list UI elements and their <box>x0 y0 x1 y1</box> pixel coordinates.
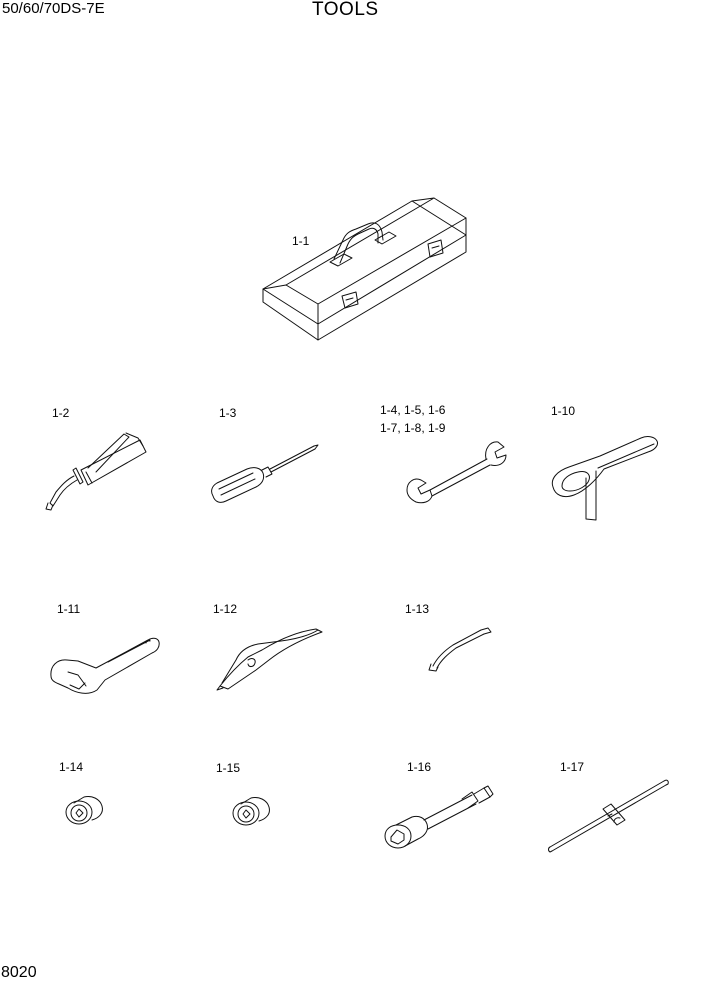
part-label-1-3: 1-3 <box>219 406 237 420</box>
part-label-1-11: 1-11 <box>57 602 81 616</box>
spanner-drawing <box>406 441 507 504</box>
part-label-1-14: 1-14 <box>59 760 84 774</box>
filter-wrench-drawing <box>551 436 658 521</box>
part-label-1-17: 1-17 <box>560 760 585 774</box>
model-code: 50/60/70DS-7E <box>2 0 105 17</box>
part-label-1-2: 1-2 <box>52 406 70 420</box>
page-number: 8020 <box>1 964 37 981</box>
socket-1-14-drawing <box>65 796 103 825</box>
page-title: TOOLS <box>312 0 379 20</box>
part-label-1-10: 1-10 <box>551 404 576 418</box>
socket-1-15-drawing <box>232 797 270 826</box>
part-label-1-7-9: 1-7, 1-8, 1-9 <box>380 421 446 435</box>
part-label-1-4-6: 1-4, 1-5, 1-6 <box>380 403 446 417</box>
tee-handle-drawing <box>548 779 669 853</box>
screwdriver-drawing <box>211 444 319 503</box>
part-label-1-15: 1-15 <box>216 761 241 775</box>
part-label-1-13: 1-13 <box>405 602 430 616</box>
part-label-1-16: 1-16 <box>407 760 432 774</box>
pliers-drawing <box>216 628 323 691</box>
grease-gun-drawing <box>45 432 147 511</box>
part-label-1-12: 1-12 <box>213 602 238 616</box>
adjustable-wrench-drawing <box>50 637 160 694</box>
part-label-1-1: 1-1 <box>292 234 310 248</box>
extension-socket-drawing <box>384 785 494 849</box>
toolbox-drawing <box>262 197 467 341</box>
nozzle-drawing <box>428 627 492 672</box>
